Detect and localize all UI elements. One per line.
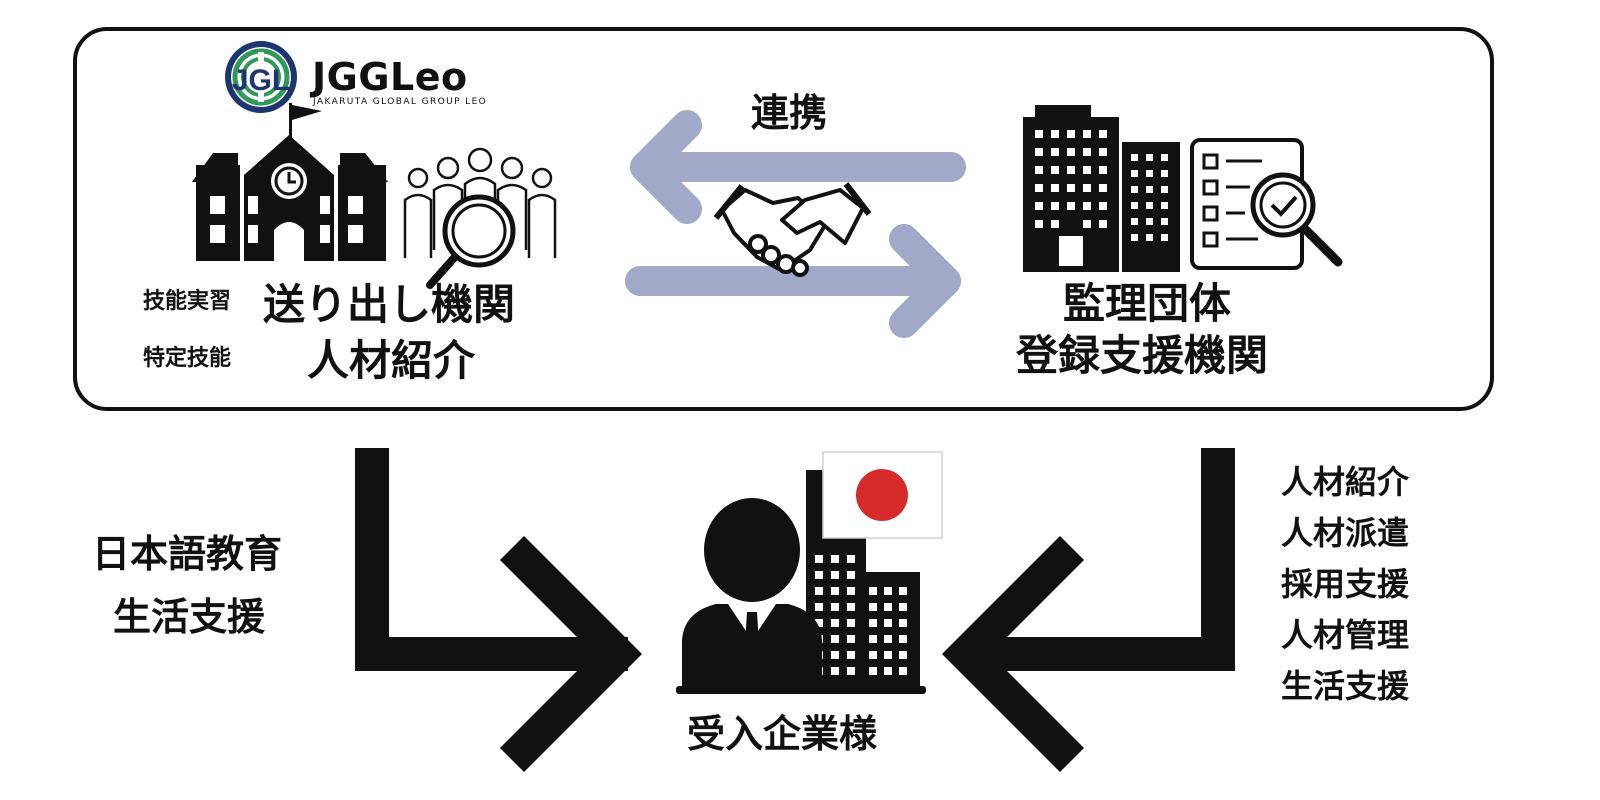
bottom-right-item: 人材派遣 xyxy=(1281,514,1410,552)
school-building-icon xyxy=(192,103,388,261)
collaboration-arrows xyxy=(625,110,966,338)
handshake-icon xyxy=(713,182,872,277)
logo-name: JGGLeo xyxy=(312,55,468,99)
bottom-left-line-1: 日本語教育 xyxy=(92,532,283,576)
relation-label: 連携 xyxy=(751,91,828,135)
people-search-icon xyxy=(403,147,557,289)
logo-mark-icon: JGL xyxy=(225,41,297,113)
left-org-title-2: 人材紹介 xyxy=(307,336,476,385)
bottom-center-label: 受入企業様 xyxy=(687,712,878,756)
right-org-title-1: 監理団体 xyxy=(1063,279,1232,328)
businessperson-icon xyxy=(682,498,822,690)
checklist-search-icon xyxy=(1190,138,1343,270)
bottom-left-line-2: 生活支援 xyxy=(113,595,266,639)
office-buildings-icon xyxy=(1023,105,1180,272)
logo-mark-text: JGL xyxy=(232,64,290,97)
bottom-right-item: 人材紹介 xyxy=(1281,463,1410,501)
bottom-right-item: 人材管理 xyxy=(1281,616,1410,654)
left-bottom-arrow xyxy=(355,448,643,773)
left-org-tag-2: 特定技能 xyxy=(143,346,232,371)
bottom-right-item: 生活支援 xyxy=(1281,667,1410,705)
left-org-tag-1: 技能実習 xyxy=(143,289,232,314)
right-bottom-arrow xyxy=(941,448,1235,773)
logo-tagline: JAKARUTA GLOBAL GROUP LEO xyxy=(313,97,488,107)
japan-flag-icon xyxy=(822,451,943,539)
bottom-right-item: 採用支援 xyxy=(1281,565,1410,603)
right-org-title-2: 登録支援機関 xyxy=(1016,331,1269,380)
left-org-title-1: 送り出し機関 xyxy=(263,280,516,329)
top-section-frame xyxy=(73,27,1494,411)
